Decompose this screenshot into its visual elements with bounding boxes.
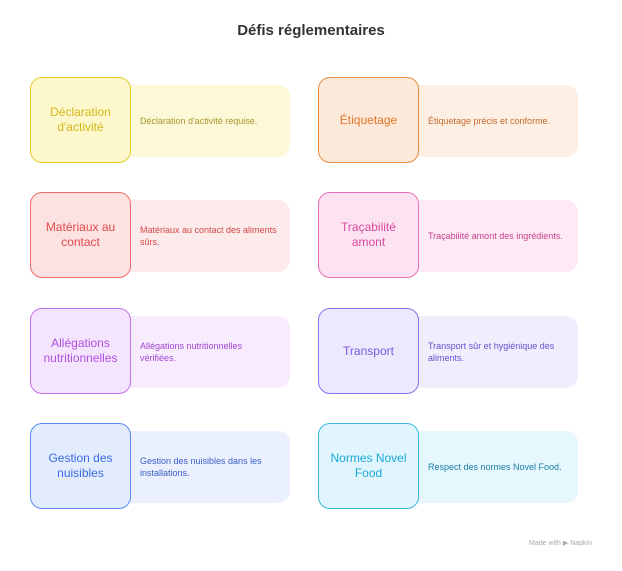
napkin-watermark: Made with ▶ Napkin <box>529 540 592 547</box>
challenge-description: Matériaux au contact des aliments sûrs. <box>120 200 290 272</box>
challenge-item: Étiquetage précis et conforme.Étiquetage <box>318 77 578 165</box>
challenge-description: Gestion des nuisibles dans les installat… <box>120 431 290 503</box>
challenge-label: Normes Novel Food <box>318 423 419 509</box>
challenge-label: Étiquetage <box>318 77 419 163</box>
challenge-item: Allégations nutritionnelles vérifiées.Al… <box>30 308 290 396</box>
challenge-label: Transport <box>318 308 419 394</box>
challenge-description: Respect des normes Novel Food. <box>408 431 578 503</box>
challenge-description: Traçabilité amont des ingrédients. <box>408 200 578 272</box>
challenge-label: Allégations nutritionnelles <box>30 308 131 394</box>
challenge-item: Respect des normes Novel Food.Normes Nov… <box>318 423 578 511</box>
challenge-description: Étiquetage précis et conforme. <box>408 85 578 157</box>
challenge-description: Allégations nutritionnelles vérifiées. <box>120 316 290 388</box>
challenge-description: Transport sûr et hygiénique des aliments… <box>408 316 578 388</box>
challenge-item: Traçabilité amont des ingrédients.Traçab… <box>318 192 578 280</box>
challenge-item: Gestion des nuisibles dans les installat… <box>30 423 290 511</box>
challenge-item: Déclaration d'activité requise.Déclarati… <box>30 77 290 165</box>
diagram-title: Défis réglementaires <box>237 22 385 39</box>
challenge-description: Déclaration d'activité requise. <box>120 85 290 157</box>
challenge-item: Transport sûr et hygiénique des aliments… <box>318 308 578 396</box>
challenge-label: Traçabilité amont <box>318 192 419 278</box>
challenge-label: Déclaration d'activité <box>30 77 131 163</box>
challenge-label: Matériaux au contact <box>30 192 131 278</box>
challenge-item: Matériaux au contact des aliments sûrs.M… <box>30 192 290 280</box>
challenge-label: Gestion des nuisibles <box>30 423 131 509</box>
